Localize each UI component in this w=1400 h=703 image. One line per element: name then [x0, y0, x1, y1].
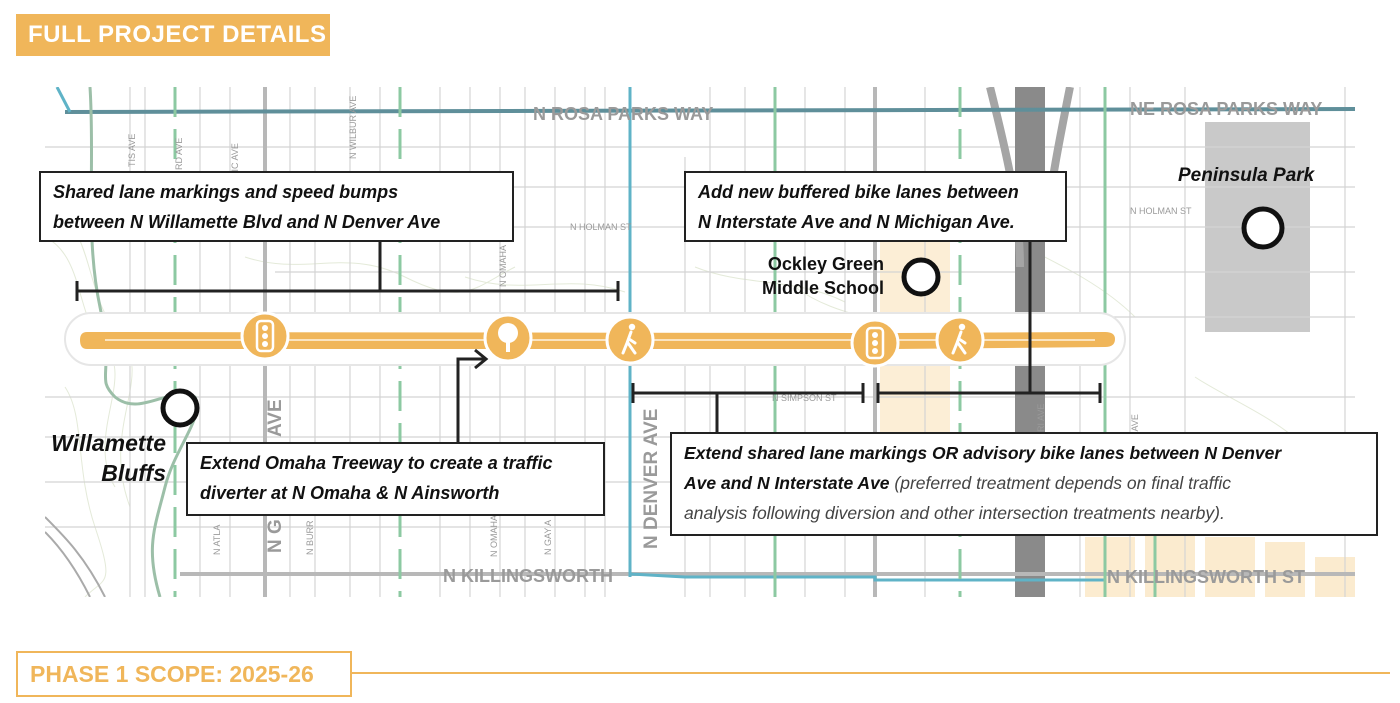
- callout-shared-lane: Shared lane markings and speed bumps bet…: [39, 171, 514, 242]
- bluffs-line1: Willamette: [51, 430, 166, 456]
- callout-text: Add new buffered bike lanes between: [698, 182, 1019, 202]
- label-rosa-parks-west: N ROSA PARKS WAY: [533, 104, 713, 124]
- svg-text:TIS AVE: TIS AVE: [127, 134, 137, 167]
- label-rosa-parks-east: NE ROSA PARKS WAY: [1130, 99, 1322, 119]
- svg-text:N OMAHA: N OMAHA: [498, 245, 508, 287]
- callout-text: Extend shared lane markings OR advisory …: [684, 443, 1282, 463]
- callout-buffered-lanes: Add new buffered bike lanes between N In…: [684, 171, 1067, 242]
- callout-text: diverter at N Omaha & N Ainsworth: [200, 483, 500, 503]
- ockley-green-marker: [901, 257, 941, 297]
- ockley-green-label: Ockley Green Middle School: [740, 252, 884, 300]
- label-denver-ave: N DENVER AVE: [641, 409, 662, 549]
- bracket-lines: [75, 242, 1102, 442]
- railway: [45, 516, 106, 597]
- ockley-line2: Middle School: [761, 278, 884, 298]
- svg-text:N BURR: N BURR: [305, 520, 315, 555]
- callout-omaha-treeway: Extend Omaha Treeway to create a traffic…: [186, 442, 605, 516]
- callout-text: N Interstate Ave and N Michigan Ave.: [698, 212, 1015, 232]
- peninsula-park-label: Peninsula Park: [1178, 165, 1315, 186]
- svg-text:TIC AVE: TIC AVE: [230, 143, 240, 177]
- label-n-g: N G: [265, 519, 286, 553]
- callout-text: Ave and N Interstate Ave (preferred trea…: [684, 468, 1364, 498]
- callout-text: Shared lane markings and speed bumps: [53, 182, 399, 202]
- svg-text:RD AVE: RD AVE: [174, 138, 184, 170]
- label-killingsworth-east: N KILLINGSWORTH ST: [1107, 567, 1305, 587]
- svg-text:N GAY A: N GAY A: [543, 520, 553, 555]
- callout-text: Extend Omaha Treeway to create a traffic: [200, 453, 553, 473]
- peninsula-park-marker: [1241, 206, 1285, 250]
- svg-text:N HOLMAN ST: N HOLMAN ST: [570, 222, 632, 232]
- svg-text:N HOLMAN ST: N HOLMAN ST: [1130, 206, 1192, 216]
- street-labels: N ROSA PARKS WAY NE ROSA PARKS WAY N KIL…: [265, 99, 1322, 587]
- phase-label: PHASE 1 SCOPE: 2025-26: [16, 651, 352, 697]
- svg-text:N ATLA: N ATLA: [212, 525, 222, 555]
- svg-text:RI AVE: RI AVE: [1036, 404, 1046, 432]
- willamette-bluffs-marker: [160, 388, 200, 428]
- callout-light-text: (preferred treatment depends on final tr…: [889, 473, 1231, 493]
- svg-text:N OMAHA: N OMAHA: [489, 515, 499, 557]
- phase-divider: [352, 672, 1390, 674]
- callout-light-text: analysis following diversion and other i…: [684, 503, 1225, 523]
- bluffs-line2: Bluffs: [101, 460, 166, 486]
- callout-extend-markings: Extend shared lane markings OR advisory …: [670, 432, 1378, 536]
- section-title: FULL PROJECT DETAILS: [16, 14, 330, 56]
- svg-text:N WILBUR AVE: N WILBUR AVE: [348, 96, 358, 159]
- svg-text:N SIMPSON ST: N SIMPSON ST: [772, 393, 837, 403]
- rosa-parks-way: [64, 107, 1355, 114]
- willamette-bluffs-label: Willamette Bluffs: [20, 428, 166, 488]
- label-killingsworth-west: N KILLINGSWORTH: [443, 566, 613, 586]
- callout-text: between N Willamette Blvd and N Denver A…: [53, 212, 441, 232]
- label-ave: AVE: [265, 399, 286, 437]
- commercial-blocks: [1085, 527, 1355, 597]
- callout-bold-text: Ave and N Interstate Ave: [684, 473, 890, 493]
- ockley-line1: Ockley Green: [767, 254, 884, 274]
